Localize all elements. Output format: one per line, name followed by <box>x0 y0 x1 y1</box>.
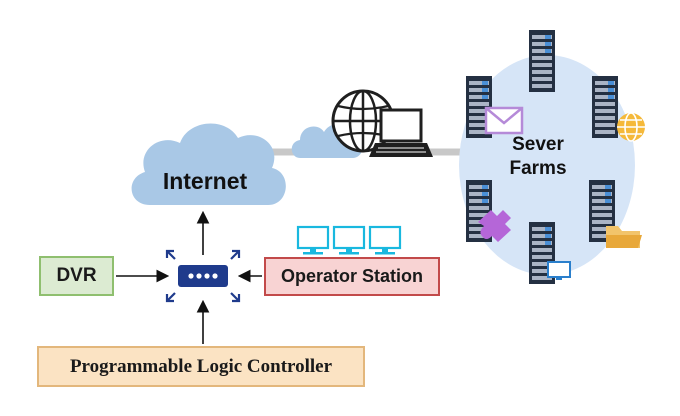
puzzle-icon <box>478 210 511 242</box>
monitor-icon <box>332 225 366 256</box>
display-icon <box>547 261 571 280</box>
server-icon <box>529 30 555 92</box>
internet-label: Internet <box>162 168 248 194</box>
folder-icon <box>606 226 642 248</box>
operator-station-box: Operator Station <box>264 257 440 296</box>
dvr-box: DVR <box>39 256 114 296</box>
monitor-icon <box>296 225 330 256</box>
arrows <box>116 210 262 344</box>
server-farm-label-line2: Farms <box>509 158 567 179</box>
server-farm-label: Sever Farms <box>488 133 588 181</box>
server-icon <box>592 76 618 138</box>
monitor-icon <box>368 225 402 256</box>
router-icon <box>165 249 241 303</box>
plc-box: Programmable Logic Controller <box>37 346 365 387</box>
web-icon <box>617 112 645 142</box>
server-farm-label-line1: Sever <box>512 134 564 155</box>
laptop-icon <box>369 108 433 157</box>
internet-cloud-icon <box>131 123 286 205</box>
mail-icon <box>484 106 524 135</box>
